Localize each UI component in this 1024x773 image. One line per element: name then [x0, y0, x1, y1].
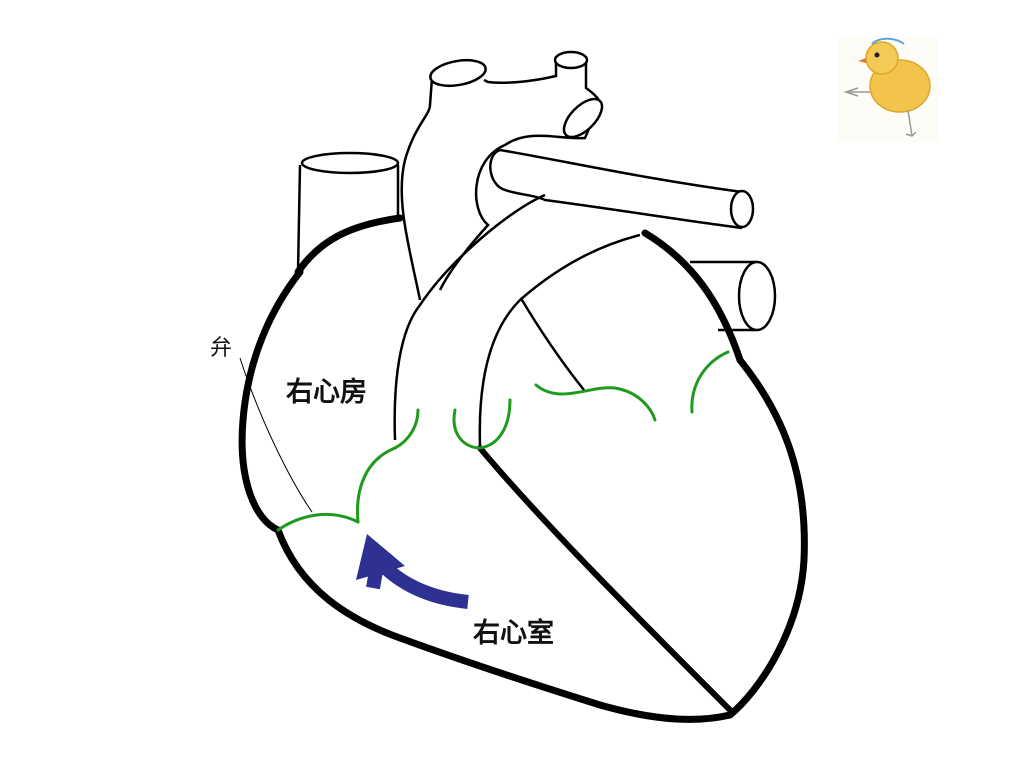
- pulmonary-trunk: [393, 193, 641, 446]
- aorta: [400, 50, 604, 301]
- right-atrium-label: 右心房: [286, 377, 367, 408]
- tricuspid-valve-line: [276, 512, 360, 532]
- interventricular-line: [477, 445, 735, 715]
- arrow-icon: [356, 534, 469, 609]
- aortic-valve-line: [690, 350, 730, 414]
- valve-lines: [276, 350, 730, 532]
- superior-vena-cava: [296, 151, 400, 273]
- pulmonary-valve-line-right: [452, 398, 512, 450]
- valve-leader-line: [239, 357, 313, 513]
- chick-icon: [838, 36, 938, 142]
- pulmonary-vein: [690, 260, 777, 332]
- valve-line-right-lower: [355, 446, 397, 524]
- right-ventricle-label: 右心室: [473, 618, 554, 649]
- valve-label: 弁: [210, 336, 233, 361]
- pulmonary-valve-line-left: [393, 408, 420, 450]
- heart-outline: [238, 214, 808, 723]
- pulmonary-artery-branch: [489, 148, 755, 230]
- mitral-valve-line: [534, 383, 657, 422]
